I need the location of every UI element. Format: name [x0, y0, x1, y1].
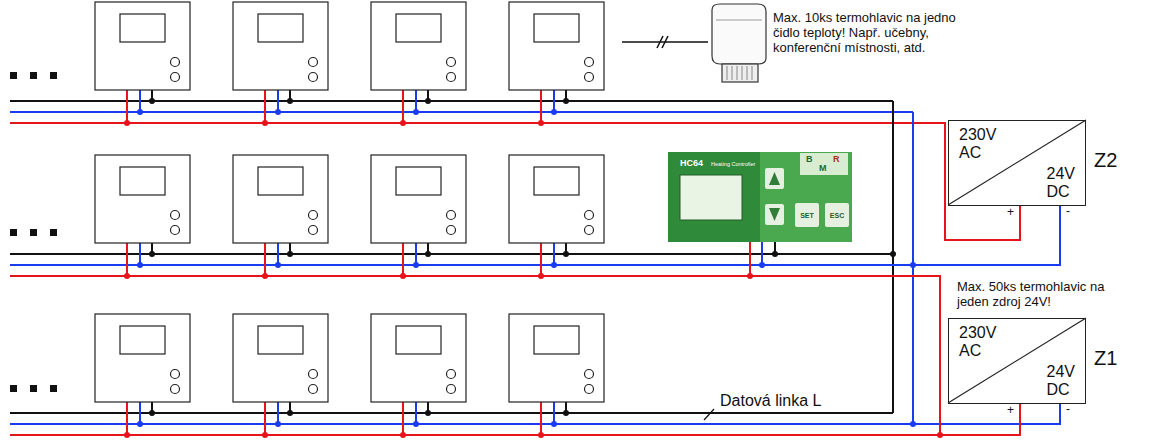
control-button: SET	[795, 203, 819, 227]
terminal-sign: -	[1066, 402, 1070, 416]
controller-subtitle: Heating Controller	[711, 161, 755, 167]
logo-letter: B	[806, 154, 813, 164]
supply-name: Z2	[1094, 149, 1117, 171]
thermo-head	[622, 4, 766, 82]
leader-line	[704, 409, 714, 420]
button-label: ESC	[830, 212, 844, 219]
supply-wire	[762, 206, 1060, 265]
converter-symbol	[948, 120, 1086, 403]
control-button: ESC	[825, 203, 849, 227]
note-text: Max. 10ks termohlavic na jedno čidlo tep…	[773, 10, 963, 55]
input-voltage: 230V AC	[959, 324, 996, 360]
output-voltage: 24V DC	[1047, 165, 1075, 201]
controller-faceplate	[668, 152, 852, 242]
input-voltage: 230V AC	[959, 126, 996, 162]
terminal-sign: +	[1007, 205, 1014, 219]
terminal-sign: +	[1007, 403, 1014, 417]
continuation-marks	[10, 72, 57, 392]
button-label: SET	[800, 212, 814, 219]
room-thermostats	[95, 2, 604, 438]
supply-name: Z1	[1094, 347, 1117, 369]
controller-model: HC64	[680, 158, 703, 168]
note-text: Max. 50ks termohlavic na jeden zdroj 24V…	[957, 279, 1122, 309]
logo-letter: R	[833, 154, 840, 164]
terminal-sign: -	[1066, 204, 1070, 218]
output-voltage: 24V DC	[1047, 363, 1075, 399]
power-supply: 230V AC24V DCZ1	[948, 318, 1086, 404]
line-label: Datová linka L	[720, 392, 821, 410]
logo-letter: M	[819, 163, 827, 173]
power-supply: 230V AC24V DCZ2	[948, 120, 1086, 206]
